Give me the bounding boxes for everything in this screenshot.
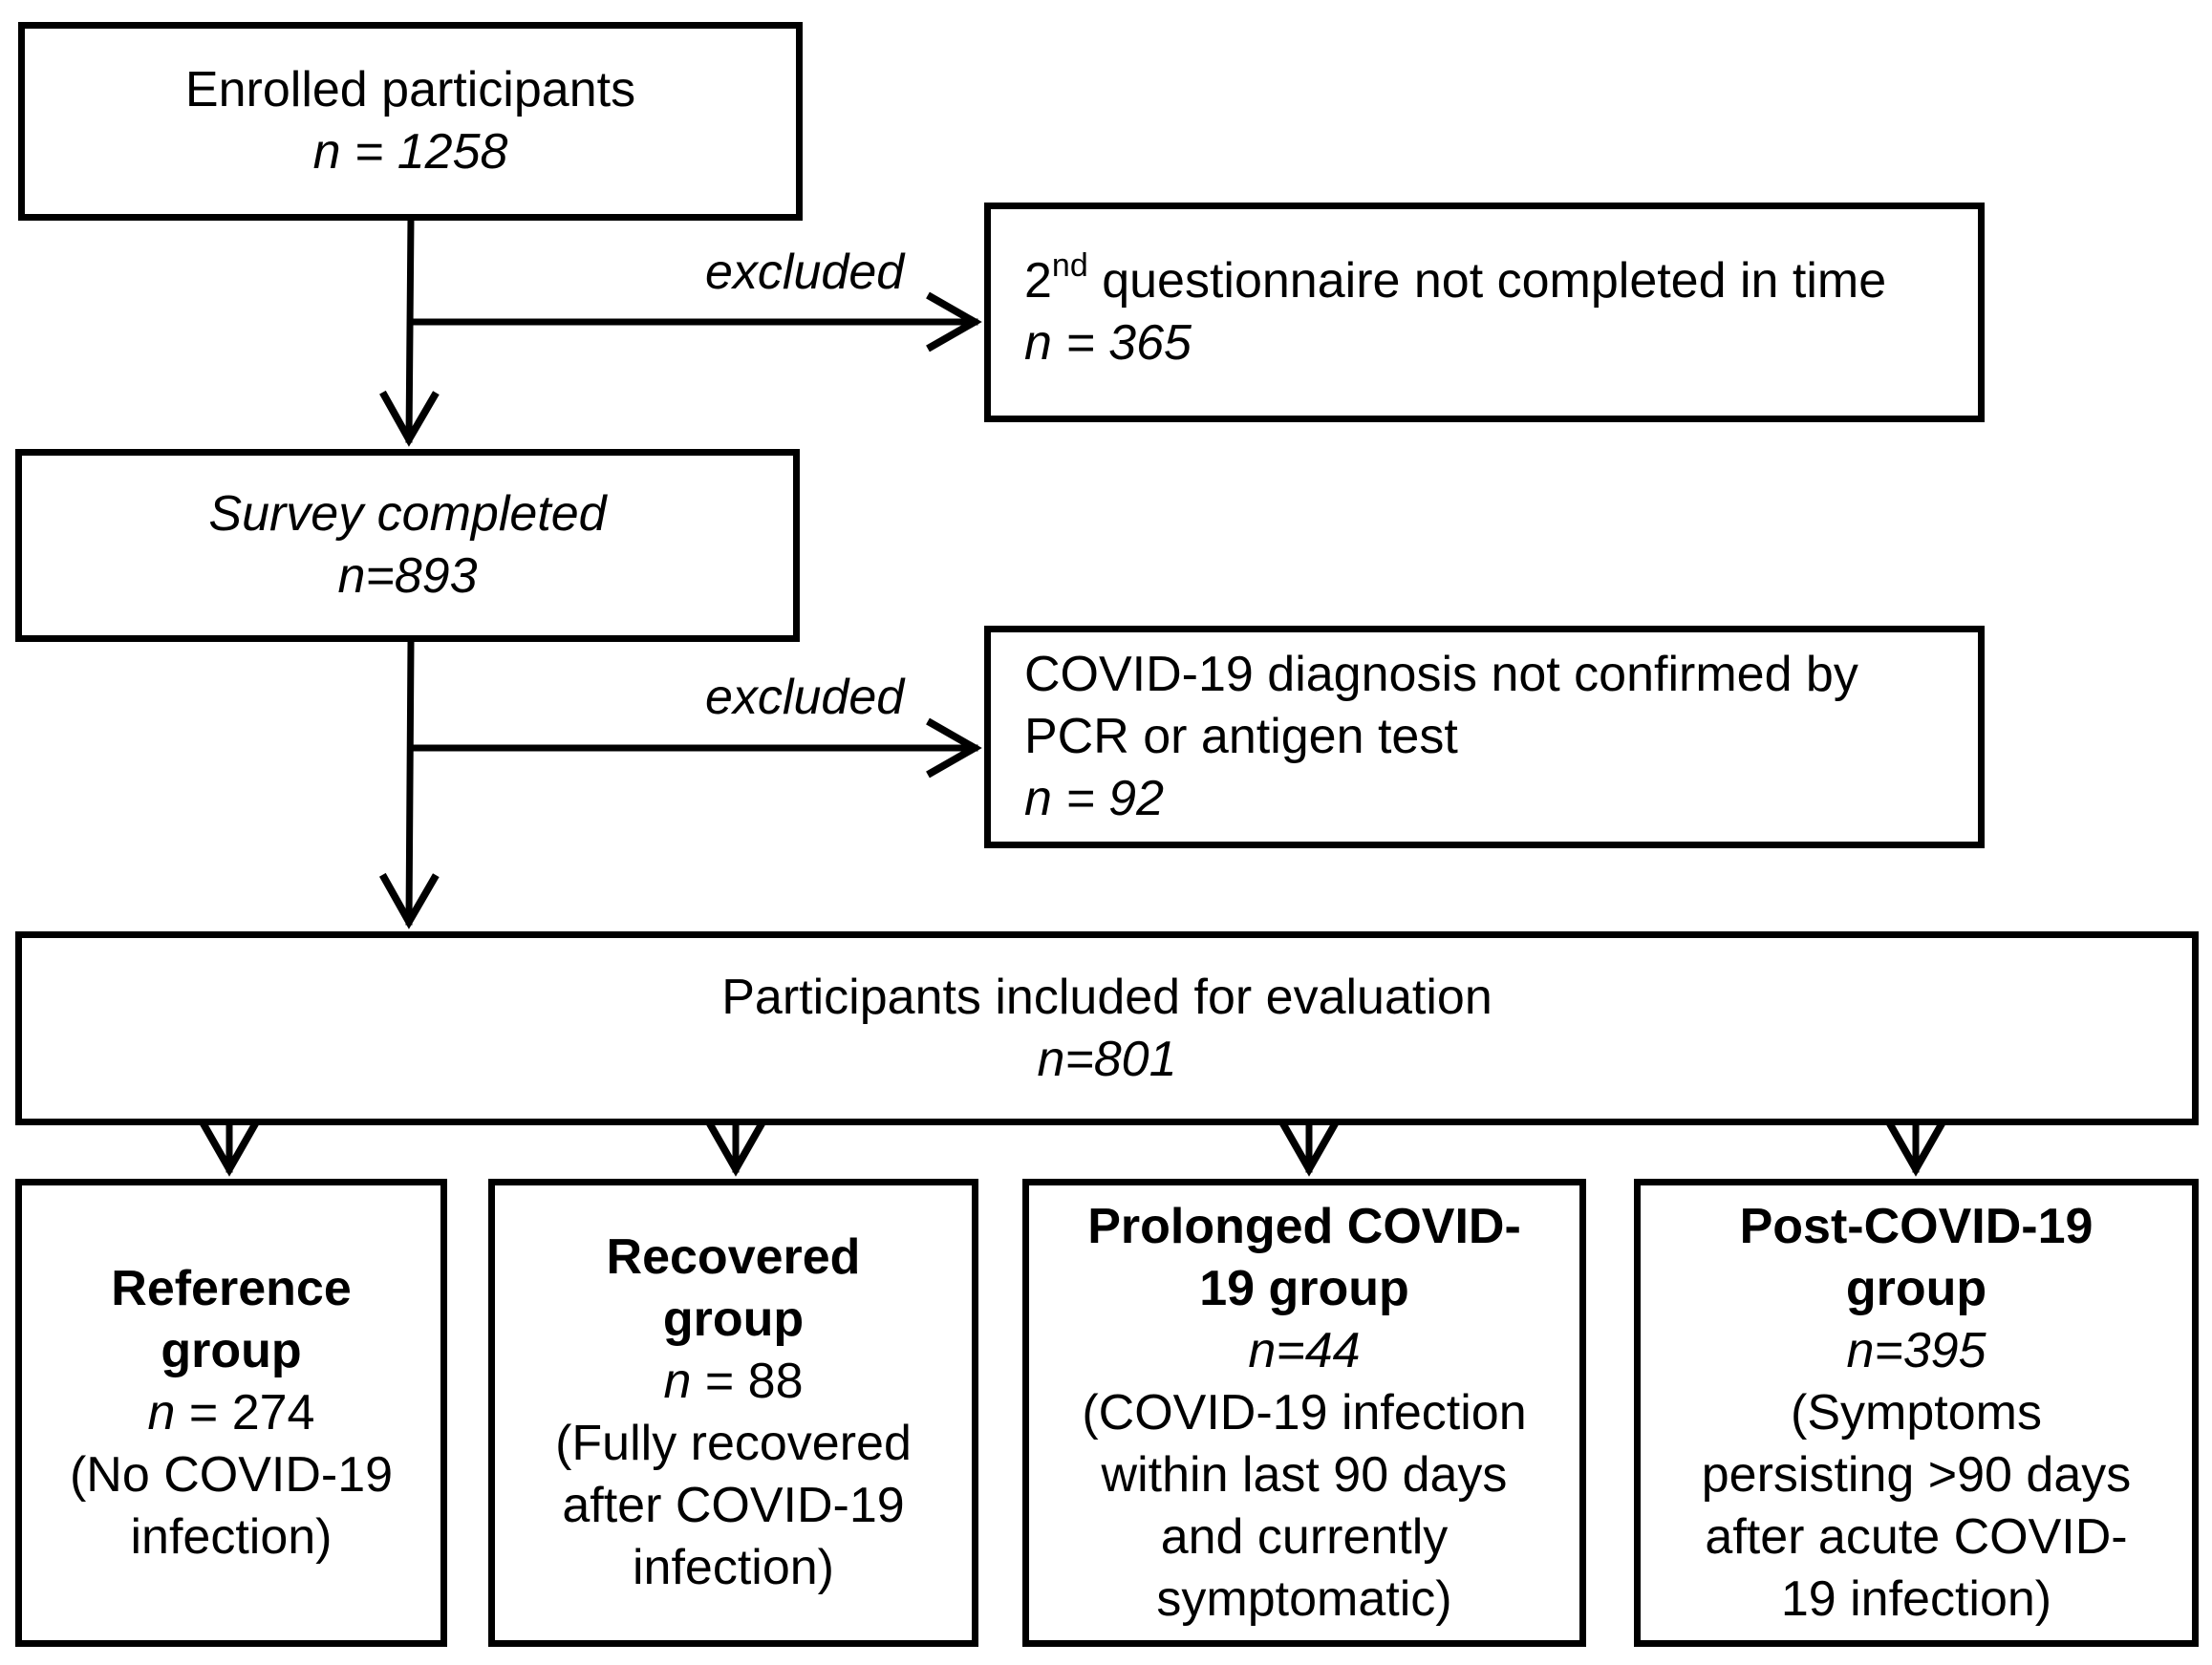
group-desc-line: infection) bbox=[130, 1508, 333, 1565]
exclusion-box-2: COVID-19 diagnosis not confirmed by PCR … bbox=[984, 626, 1985, 848]
exclusion-2-reason-line1: COVID-19 diagnosis not confirmed by bbox=[1024, 647, 1858, 702]
enrolled-title: Enrolled participants bbox=[184, 62, 636, 117]
group-desc-line: (Symptoms bbox=[1791, 1384, 2042, 1441]
survey-title: Survey completed bbox=[208, 486, 607, 542]
group-desc-line: (COVID-19 infection bbox=[1082, 1384, 1527, 1441]
arrow-enrolled-to-survey bbox=[379, 214, 440, 447]
recovered-group-box: Recovered group n = 88 (Fully recovered … bbox=[488, 1179, 978, 1647]
group-desc-line: (No COVID-19 bbox=[69, 1446, 394, 1503]
exclusion-1-count: n = 365 bbox=[1024, 315, 1192, 371]
post-covid-group-box: Post-COVID-19 group n=395 (Symptoms pers… bbox=[1634, 1179, 2199, 1647]
group-desc-line: after acute COVID- bbox=[1705, 1508, 2128, 1565]
group-desc-line: 19 infection) bbox=[1780, 1570, 2052, 1627]
group-title-line2: group bbox=[1845, 1260, 1987, 1316]
survey-count: n=893 bbox=[337, 548, 478, 604]
group-desc-line: persisting >90 days bbox=[1701, 1446, 2132, 1503]
group-title-line1: Post-COVID-19 bbox=[1739, 1198, 2094, 1254]
group-count: n=44 bbox=[1248, 1322, 1361, 1378]
group-title-line2: 19 group bbox=[1199, 1260, 1409, 1316]
excluded-label-2: excluded bbox=[705, 670, 905, 725]
excluded-label-1: excluded bbox=[705, 245, 905, 300]
group-title-line1: Reference bbox=[111, 1260, 352, 1316]
group-title-line1: Recovered bbox=[606, 1229, 861, 1285]
prolonged-covid-group-box: Prolonged COVID- 19 group n=44 (COVID-19… bbox=[1022, 1179, 1586, 1647]
group-desc-line: (Fully recovered bbox=[555, 1416, 912, 1471]
enrolled-count: n = 1258 bbox=[312, 124, 508, 180]
exclusion-2-count: n = 92 bbox=[1024, 771, 1165, 826]
exclusion-box-1: 2nd questionnaire not completed in time … bbox=[984, 203, 1985, 422]
group-title-line2: group bbox=[662, 1291, 805, 1347]
reference-group-box: Reference group n = 274 (No COVID-19 inf… bbox=[15, 1179, 447, 1647]
group-desc-line: after COVID-19 bbox=[562, 1478, 905, 1533]
group-desc-line: symptomatic) bbox=[1156, 1570, 1452, 1627]
group-desc-line: and currently bbox=[1160, 1508, 1449, 1565]
included-title: Participants included for evaluation bbox=[721, 969, 1493, 1025]
survey-box: Survey completed n=893 bbox=[15, 449, 800, 642]
group-count: n=395 bbox=[1846, 1322, 1987, 1378]
exclusion-2-reason-line2: PCR or antigen test bbox=[1024, 709, 1458, 764]
included-box: Participants included for evaluation n=8… bbox=[15, 931, 2199, 1125]
enrolled-box: Enrolled participants n = 1258 bbox=[18, 22, 803, 221]
included-count: n=801 bbox=[1037, 1031, 1177, 1087]
group-count: n = 88 bbox=[663, 1354, 804, 1409]
group-count: n = 274 bbox=[147, 1384, 315, 1441]
group-title-line1: Prolonged COVID- bbox=[1087, 1198, 1521, 1254]
arrow-survey-to-included bbox=[378, 638, 440, 929]
exclusion-1-reason: 2nd questionnaire not completed in time bbox=[1024, 246, 1887, 309]
group-desc-line: within last 90 days bbox=[1101, 1446, 1508, 1503]
group-title-line2: group bbox=[161, 1322, 302, 1378]
group-desc-line: infection) bbox=[633, 1540, 834, 1595]
